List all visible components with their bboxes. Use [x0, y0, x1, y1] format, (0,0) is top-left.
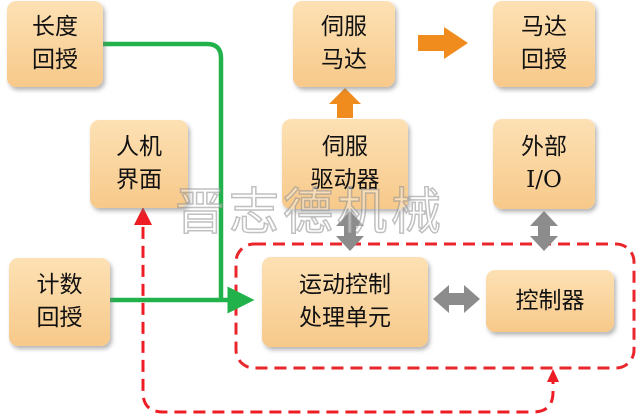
length-feedback-block: 长度 回授 — [7, 1, 103, 87]
external-io-block: 外部 I/O — [493, 119, 595, 209]
io-controller-link-arrow — [530, 211, 558, 251]
count-feedback-block: 计数 回授 — [9, 258, 110, 346]
controller-feedback-arrow — [547, 369, 559, 382]
servo-motor-block: 伺服 马达 — [293, 1, 395, 87]
driver-to-motor-arrow — [329, 88, 361, 118]
controller-block: 控制器 — [486, 270, 614, 332]
motor-to-feedback-arrow — [418, 27, 468, 59]
motor-feedback-block: 马达 回授 — [493, 1, 595, 87]
hmi-block: 人机 界面 — [90, 120, 188, 208]
hmi-feedback-line — [134, 207, 555, 414]
motion-controller-link-arrow — [433, 285, 480, 313]
motion-control-unit-block: 运动控制 处理单元 — [262, 257, 428, 347]
driver-motion-link-arrow — [336, 211, 364, 251]
length-feedback-line — [103, 41, 224, 300]
servo-driver-block: 伺服 驱动器 — [282, 119, 408, 209]
